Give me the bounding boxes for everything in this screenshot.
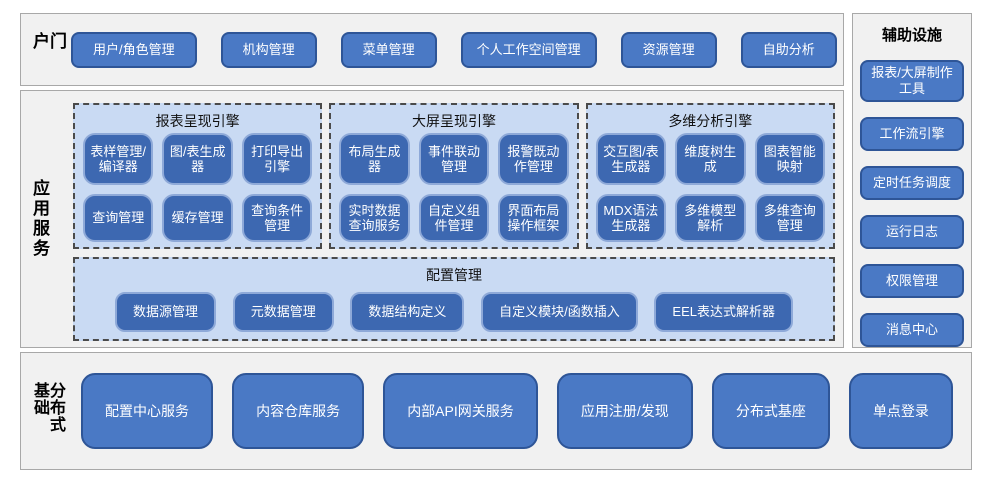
auxiliary-title: 辅助设施 bbox=[881, 27, 942, 44]
engine-node: 多维模型解析 bbox=[675, 194, 746, 242]
group-olap-engine: 多维分析引擎 交互图/表生成器 维度树生成 图表智能映射 MDX语法生成器 多维… bbox=[585, 103, 835, 249]
auxiliary-node: 消息中心 bbox=[860, 313, 964, 347]
engine-node: 图/表生成器 bbox=[162, 133, 233, 185]
group-bigscreen-engine: 大屏呈现引擎 布局生成器 事件联动管理 报警既动作管理 实时数据查询服务 自定义… bbox=[329, 103, 579, 249]
engine-node-grid: 布局生成器 事件联动管理 报警既动作管理 实时数据查询服务 自定义组件管理 界面… bbox=[339, 133, 569, 242]
portal-node: 个人工作空间管理 bbox=[460, 31, 597, 68]
section-portal: 门户 用户/角色管理 机构管理 菜单管理 个人工作空间管理 资源管理 自助分析 bbox=[20, 13, 844, 86]
engine-node: 维度树生成 bbox=[675, 133, 746, 185]
engine-node-grid: 交互图/表生成器 维度树生成 图表智能映射 MDX语法生成器 多维模型解析 多维… bbox=[595, 133, 825, 242]
engine-node: 自定义组件管理 bbox=[418, 194, 490, 242]
engine-node-grid: 表样管理/编译器 图/表生成器 打印导出引擎 查询管理 缓存管理 查询条件管理 bbox=[83, 133, 313, 242]
section-auxiliary: 辅助设施 报表/大屏制作工具 工作流引擎 定时任务调度 运行日志 权限管理 消息… bbox=[852, 13, 972, 348]
engine-group-row: 报表呈现引擎 表样管理/编译器 图/表生成器 打印导出引擎 查询管理 缓存管理 … bbox=[73, 103, 835, 249]
infra-node: 内容仓库服务 bbox=[232, 373, 365, 449]
infra-node-row: 配置中心服务 内容仓库服务 内部API网关服务 应用注册/发现 分布式基座 单点… bbox=[81, 373, 953, 449]
engine-node: 交互图/表生成器 bbox=[595, 133, 667, 185]
config-node-row: 数据源管理 元数据管理 数据结构定义 自定义模块/函数插入 EEL表达式解析器 bbox=[83, 292, 825, 332]
group-title: 配置管理 bbox=[426, 267, 482, 283]
engine-node: 报警既动作管理 bbox=[498, 133, 569, 185]
portal-node-row: 用户/角色管理 机构管理 菜单管理 个人工作空间管理 资源管理 自助分析 bbox=[71, 14, 837, 85]
engine-node: 图表智能映射 bbox=[754, 133, 825, 185]
engine-node: 表样管理/编译器 bbox=[83, 133, 154, 185]
auxiliary-node: 报表/大屏制作工具 bbox=[860, 60, 964, 102]
section-distributed-foundation: 分布式基础 配置中心服务 内容仓库服务 内部API网关服务 应用注册/发现 分布… bbox=[20, 352, 972, 470]
infra-node: 单点登录 bbox=[848, 373, 953, 449]
group-config-management: 配置管理 数据源管理 元数据管理 数据结构定义 自定义模块/函数插入 EEL表达… bbox=[73, 257, 835, 341]
auxiliary-node: 运行日志 bbox=[860, 215, 964, 249]
config-node: 数据结构定义 bbox=[350, 292, 465, 332]
group-title: 大屏呈现引擎 bbox=[411, 113, 496, 129]
portal-node: 菜单管理 bbox=[340, 31, 437, 68]
engine-node: MDX语法生成器 bbox=[595, 194, 667, 242]
engine-node: 事件联动管理 bbox=[418, 133, 490, 185]
config-node: EEL表达式解析器 bbox=[654, 292, 793, 332]
auxiliary-node: 工作流引擎 bbox=[860, 117, 964, 151]
engine-node: 实时数据查询服务 bbox=[339, 194, 410, 242]
infra-node: 应用注册/发现 bbox=[556, 373, 693, 449]
portal-node: 用户/角色管理 bbox=[71, 31, 197, 68]
app-services-label: 应用服务 bbox=[30, 179, 49, 259]
group-report-engine: 报表呈现引擎 表样管理/编译器 图/表生成器 打印导出引擎 查询管理 缓存管理 … bbox=[73, 103, 323, 249]
infra-node: 分布式基座 bbox=[711, 373, 830, 449]
auxiliary-node: 权限管理 bbox=[860, 264, 964, 298]
engine-node: 缓存管理 bbox=[162, 194, 233, 242]
config-node: 数据源管理 bbox=[115, 292, 217, 332]
section-app-services: 应用服务 报表呈现引擎 表样管理/编译器 图/表生成器 打印导出引擎 查询管理 … bbox=[20, 90, 844, 348]
portal-node: 机构管理 bbox=[220, 31, 317, 68]
engine-node: 界面布局操作框架 bbox=[498, 194, 569, 242]
engine-node: 查询管理 bbox=[83, 194, 154, 242]
engine-node: 查询条件管理 bbox=[241, 194, 313, 242]
infra-node: 配置中心服务 bbox=[81, 373, 213, 449]
engine-node: 布局生成器 bbox=[339, 133, 410, 185]
auxiliary-node: 定时任务调度 bbox=[860, 166, 964, 200]
portal-node: 资源管理 bbox=[620, 31, 717, 68]
engine-node: 多维查询管理 bbox=[754, 194, 825, 242]
distributed-label: 分布式基础 bbox=[31, 382, 64, 433]
portal-label: 门户 bbox=[30, 31, 66, 52]
portal-node: 自助分析 bbox=[740, 31, 837, 68]
group-title: 报表呈现引擎 bbox=[155, 113, 240, 129]
group-title: 多维分析引擎 bbox=[668, 113, 753, 129]
engine-node: 打印导出引擎 bbox=[241, 133, 313, 185]
config-node: 自定义模块/函数插入 bbox=[481, 292, 638, 332]
config-node: 元数据管理 bbox=[232, 292, 334, 332]
infra-node: 内部API网关服务 bbox=[383, 373, 538, 449]
